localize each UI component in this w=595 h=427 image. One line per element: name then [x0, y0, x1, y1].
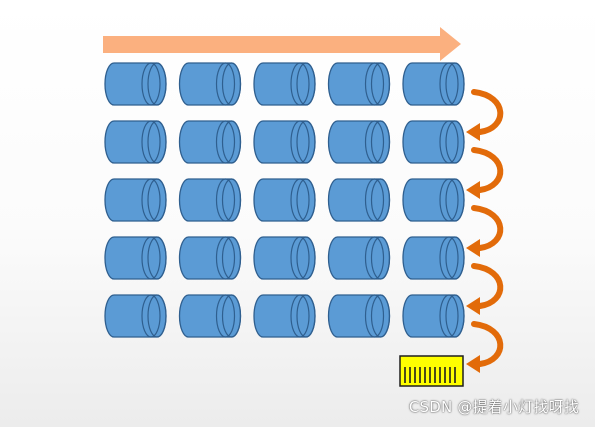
curved-arrow: [471, 147, 504, 193]
cylinder: [104, 294, 167, 338]
cylinder: [104, 178, 167, 222]
cylinder: [104, 62, 167, 106]
cylinder: [178, 236, 242, 280]
cylinder: [327, 294, 391, 338]
cylinder: [178, 178, 242, 222]
curved-arrow-head: [466, 123, 480, 141]
curved-arrow: [471, 205, 504, 251]
cylinder: [253, 294, 316, 338]
cylinder: [104, 120, 167, 164]
curved-arrows: [466, 89, 504, 373]
cylinder: [104, 236, 167, 280]
cylinder: [178, 120, 242, 164]
curved-arrow-head: [466, 355, 480, 373]
cylinder: [402, 62, 465, 106]
cylinder: [253, 178, 316, 222]
curved-arrow: [471, 321, 504, 367]
curved-arrow-head: [466, 239, 480, 257]
curved-arrow-head: [466, 181, 480, 199]
curved-arrow: [471, 89, 504, 135]
cylinder: [327, 236, 391, 280]
watermark-text: CSDN @提着小灯找呀找: [408, 398, 579, 416]
cylinder: [327, 62, 391, 106]
cylinder: [327, 178, 391, 222]
cylinder: [402, 236, 465, 280]
cylinder: [178, 62, 242, 106]
cylinder: [253, 120, 316, 164]
cylinder: [253, 236, 316, 280]
cylinder-grid: [104, 62, 465, 338]
cylinder: [178, 294, 242, 338]
cylinder: [402, 120, 465, 164]
cylinder: [402, 178, 465, 222]
curved-arrow-head: [466, 297, 480, 315]
cylinder: [327, 120, 391, 164]
top-direction-arrow: [103, 27, 461, 61]
curved-arrow: [471, 263, 504, 309]
cylinder: [402, 294, 465, 338]
target-block: [399, 355, 464, 387]
cylinder: [253, 62, 316, 106]
